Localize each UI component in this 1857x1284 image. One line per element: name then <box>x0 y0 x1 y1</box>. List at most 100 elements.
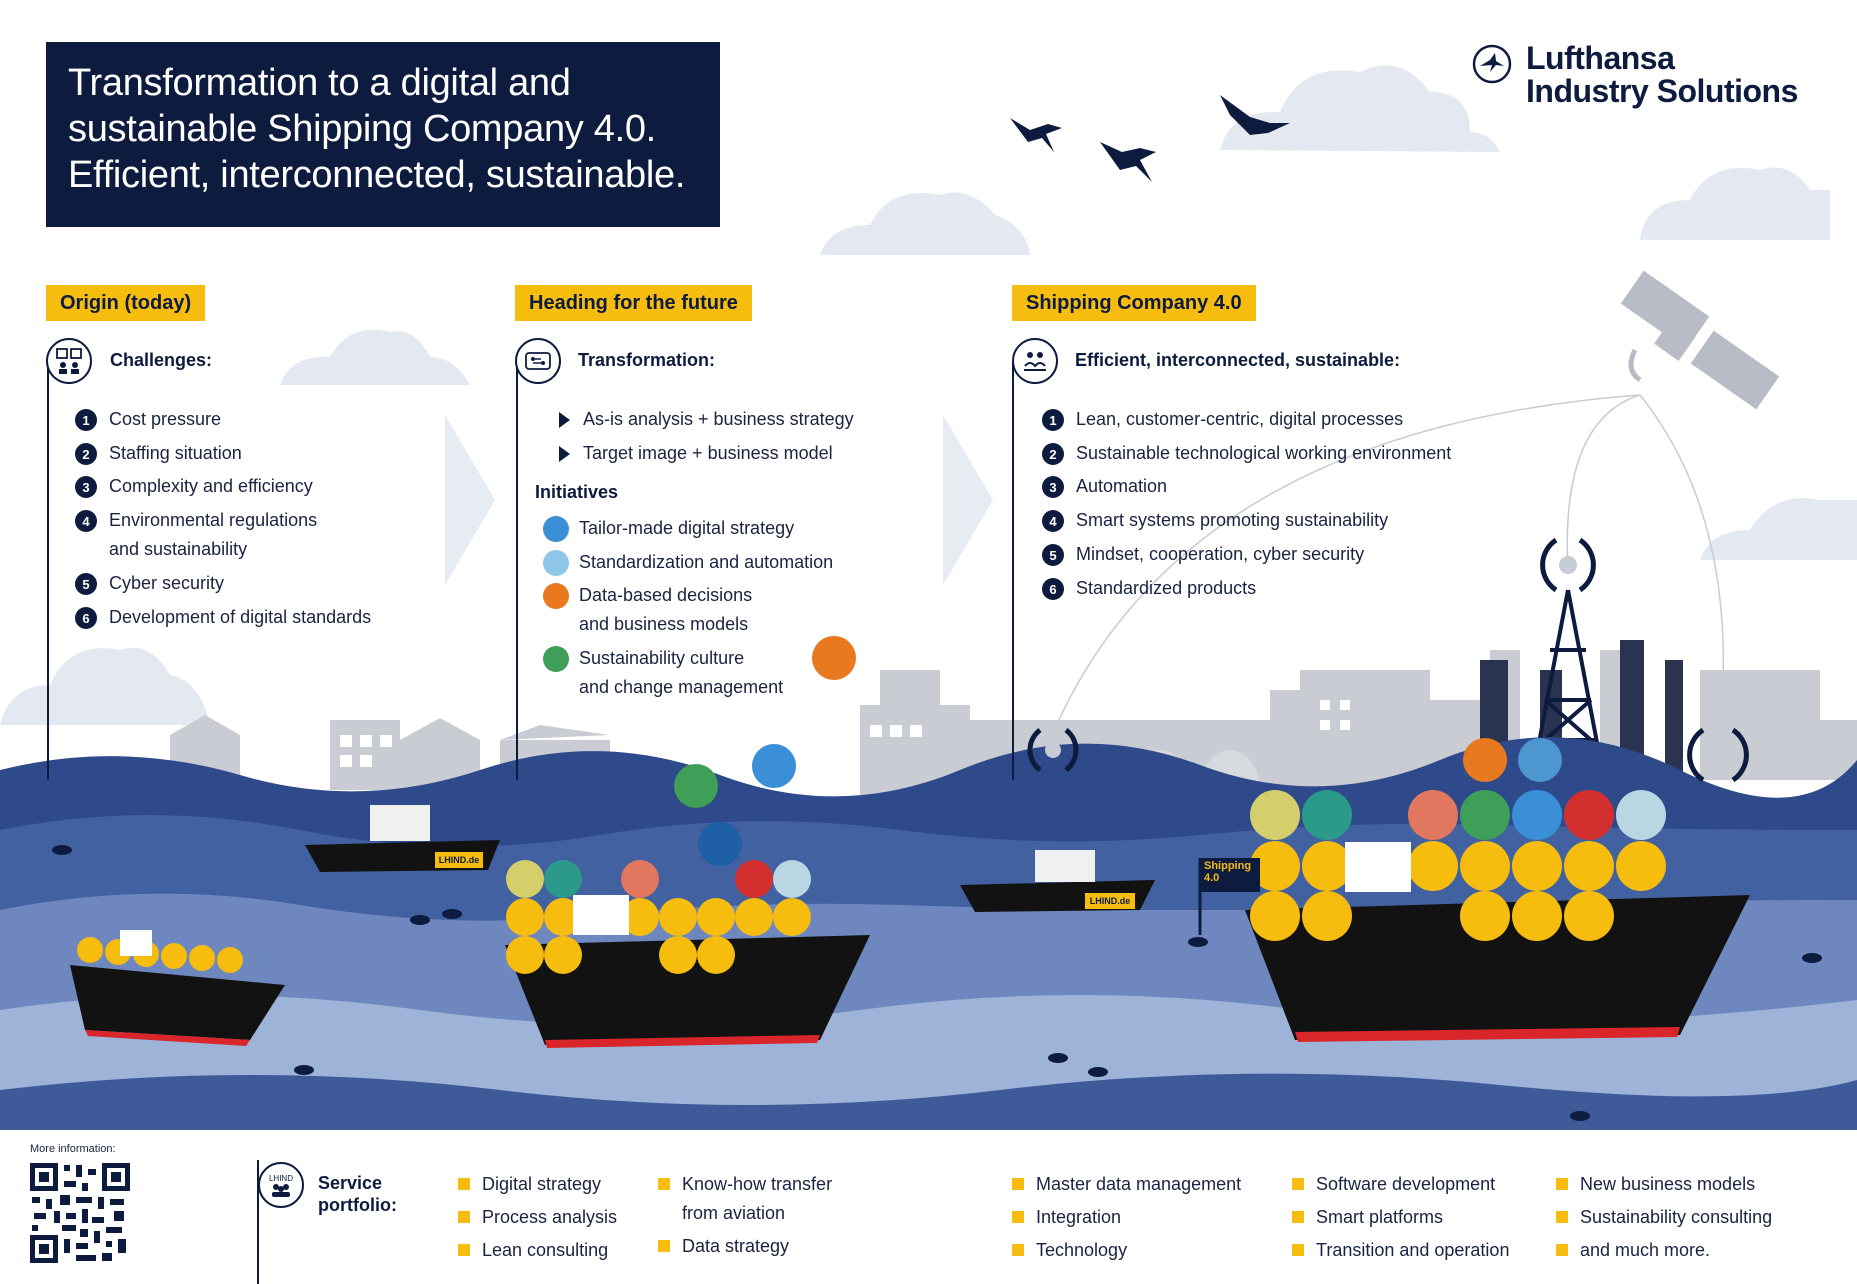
brain-icon <box>543 550 569 576</box>
portfolio-item: Digital strategy <box>458 1170 617 1199</box>
tug-label-right: LHIND.de <box>1089 896 1131 906</box>
challenge-text: Development of digital standards <box>109 607 372 627</box>
step-text: Target image + business model <box>583 443 833 463</box>
number-badge: 4 <box>1042 510 1064 532</box>
title-line-2: sustainable Shipping Company 4.0. <box>68 108 656 150</box>
data-icon-floating <box>812 636 856 680</box>
initiative-item-2: Standardization and automation <box>543 548 833 577</box>
bullet-square <box>658 1178 670 1190</box>
portfolio-item: Data strategy <box>658 1232 832 1261</box>
ship-flag-line-1: Shipping <box>1204 860 1252 872</box>
number-badge: 5 <box>1042 544 1064 566</box>
initiative-text: Standardization and automation <box>579 552 834 572</box>
company-item-5: 5 Mindset, cooperation, cyber security <box>1042 540 1364 569</box>
network-icon-floating-2 <box>698 822 742 866</box>
tag-company: Shipping Company 4.0 <box>1012 285 1256 321</box>
bullet-square <box>458 1178 470 1190</box>
portfolio-text: Integration <box>1036 1207 1122 1227</box>
step-item-2: Target image + business model <box>555 439 833 468</box>
city-windows <box>340 700 1350 767</box>
portfolio-col-1: Digital strategy Process analysis Lean c… <box>458 1170 617 1265</box>
portfolio-item: Technology <box>1012 1236 1241 1265</box>
company-text: Mindset, cooperation, cyber security <box>1076 544 1365 564</box>
portfolio-item: Software development <box>1292 1170 1509 1199</box>
transformation-icon <box>515 338 561 384</box>
initiatives-title: Initiatives <box>535 482 619 502</box>
arrow-future-to-company <box>943 415 993 585</box>
portfolio-text: New business models <box>1580 1174 1756 1194</box>
company-text: Standardized products <box>1076 578 1257 598</box>
bullet-square <box>1556 1211 1568 1223</box>
tug-label-left: LHIND.de <box>438 855 480 865</box>
number-badge: 5 <box>75 573 97 595</box>
initiative-text: Tailor-made digital strategy <box>579 518 795 538</box>
tag-future: Heading for the future <box>515 285 752 321</box>
transformation-heading: Transformation: <box>578 350 716 370</box>
bullet-square <box>1292 1211 1304 1223</box>
lhind-icon-label: LHIND <box>268 1173 293 1183</box>
step-item-1: As-is analysis + business strategy <box>555 405 854 434</box>
big-ship <box>1198 790 1750 1042</box>
portfolio-text: Smart platforms <box>1316 1207 1444 1227</box>
number-badge: 6 <box>1042 578 1064 600</box>
arrow-origin-to-future <box>445 415 495 585</box>
challenge-item-4: 4 Environmental regulations and sustainabi… <box>75 506 317 564</box>
portfolio-text: and much more. <box>1580 1240 1711 1260</box>
more-info-label: More information: <box>30 1143 116 1155</box>
portfolio-label-line-2: portfolio: <box>318 1195 397 1215</box>
number-badge: 2 <box>75 443 97 465</box>
number-badge: 4 <box>75 510 97 532</box>
bullet-square <box>1556 1178 1568 1190</box>
connector-company <box>1012 360 1014 780</box>
challenge-text-line-1: Environmental regulations <box>109 510 318 530</box>
company-text: Automation <box>1076 476 1168 496</box>
antenna-centers <box>1045 556 1727 764</box>
play-arrow-icon <box>559 412 570 428</box>
portfolio-item: New business models <box>1556 1170 1772 1199</box>
play-arrow-icon <box>559 446 570 462</box>
portfolio-col-3: Master data management Integration Techn… <box>1012 1170 1241 1265</box>
tugboat-right <box>960 850 1155 912</box>
number-badge: 3 <box>75 476 97 498</box>
challenge-text-line-2: and sustainability <box>109 539 248 559</box>
company-heading: Efficient, interconnected, sustainable: <box>1075 350 1401 370</box>
portfolio-text: Master data management <box>1036 1174 1242 1194</box>
bullet-square <box>1012 1244 1024 1256</box>
middle-ship <box>505 860 870 1048</box>
initiative-text-line-2: and business models <box>579 614 749 634</box>
step-text: As-is analysis + business strategy <box>583 409 854 429</box>
bullet-square <box>458 1211 470 1223</box>
connector-future <box>516 360 518 780</box>
bullet-square <box>1292 1244 1304 1256</box>
footer-band <box>0 1130 1857 1284</box>
portfolio-text: Digital strategy <box>482 1174 602 1194</box>
bullet-square <box>1292 1178 1304 1190</box>
challenge-item-5: 5 Cyber security <box>75 569 224 598</box>
small-ship <box>70 930 285 1046</box>
challenges-heading: Challenges: <box>110 350 213 370</box>
portfolio-item: and much more. <box>1556 1236 1772 1265</box>
company-text: Lean, customer-centric, digital processe… <box>1076 409 1404 429</box>
challenge-text: Cyber security <box>109 573 225 593</box>
tag-origin: Origin (today) <box>46 285 206 321</box>
challenges-icon <box>46 338 92 384</box>
portfolio-text-line-2: from aviation <box>682 1203 786 1223</box>
network-icon-floating <box>752 744 796 788</box>
company-text: Smart systems promoting sustainability <box>1076 510 1389 530</box>
network-icon <box>543 516 569 542</box>
brain-icon-ship <box>1518 738 1562 782</box>
qr-code-icon[interactable] <box>30 1163 130 1263</box>
portfolio-text: Software development <box>1316 1174 1496 1194</box>
logo: Lufthansa Industry Solutions <box>1472 42 1798 108</box>
portfolio-item: Smart platforms <box>1292 1203 1509 1232</box>
portfolio-text: Transition and operation <box>1316 1240 1510 1260</box>
initiative-item-1: Tailor-made digital strategy <box>543 514 794 543</box>
